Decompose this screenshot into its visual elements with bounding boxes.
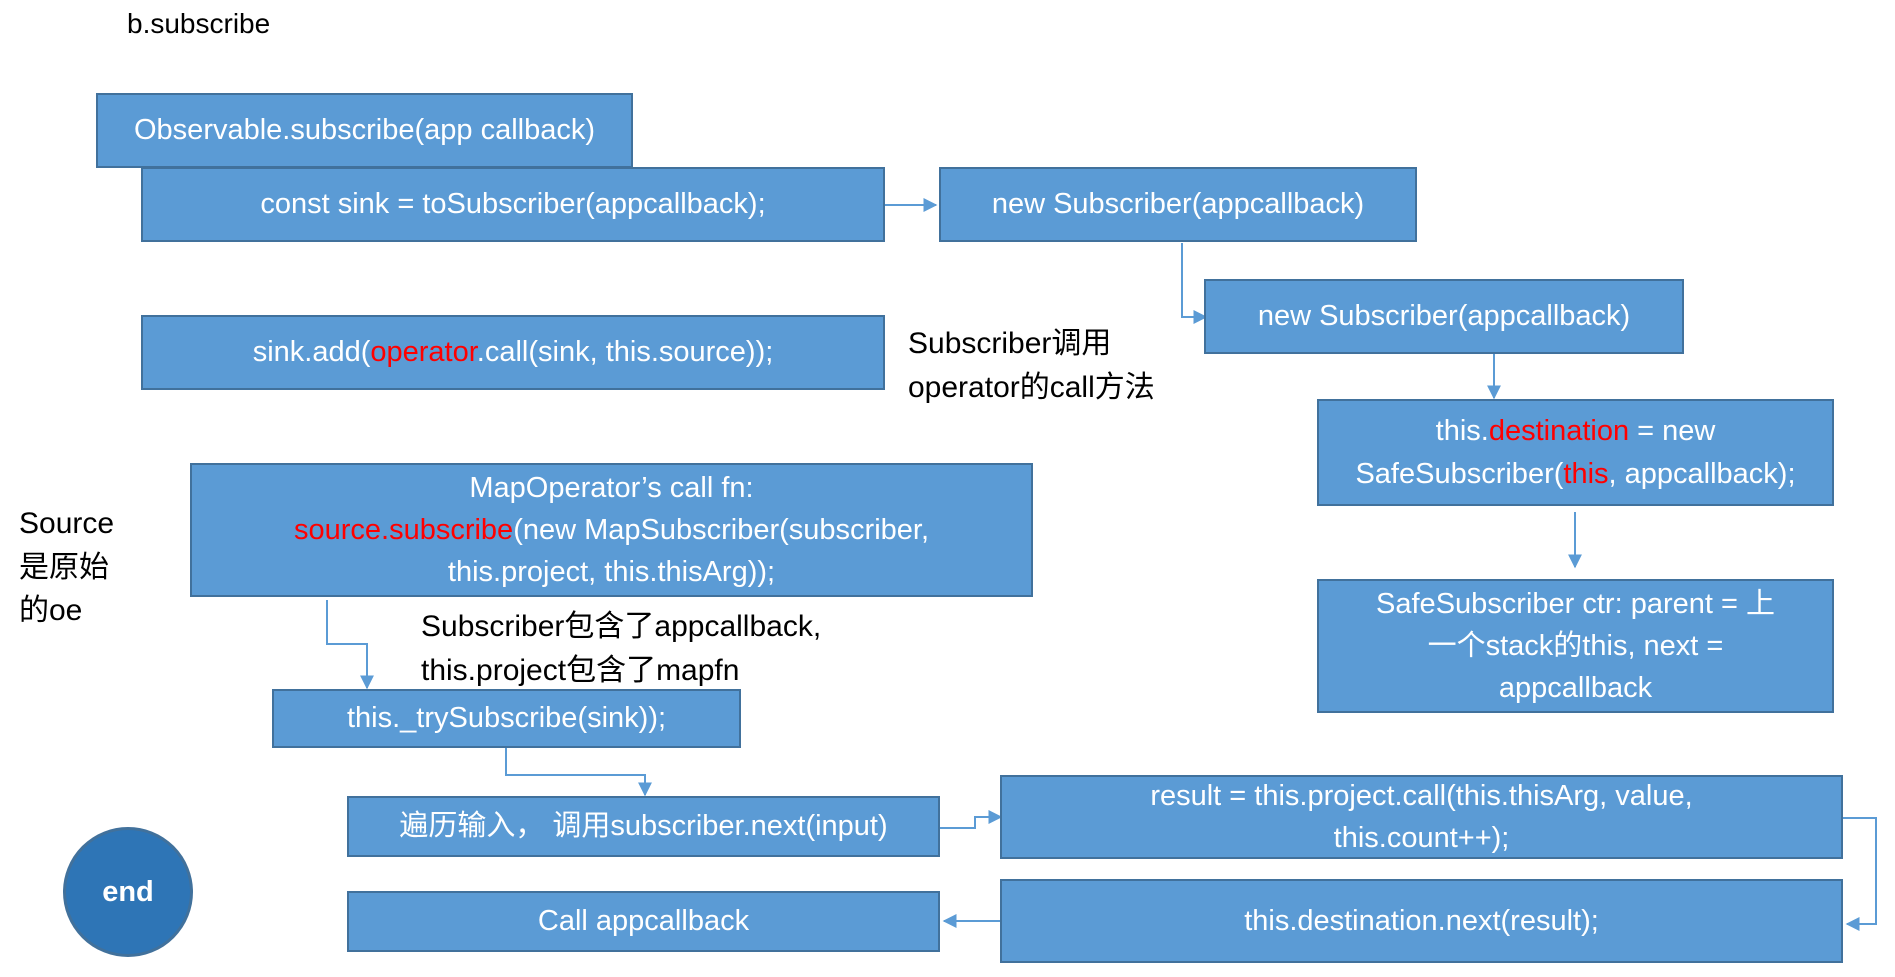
note-subscriber-calls-line2: operator的call方法	[908, 370, 1155, 404]
result-box: result = this.project.call(this.thisArg,…	[1000, 775, 1843, 859]
new-subscriber-text-1: new Subscriber(appcallback)	[991, 188, 1365, 221]
new-subscriber-box-2: new Subscriber(appcallback)	[1204, 279, 1684, 354]
connector-result-to-destination-next	[1842, 817, 1877, 931]
this-destination-line2: SafeSubscriber(this, appcallback);	[1355, 457, 1796, 490]
new-subscriber-box-1: new Subscriber(appcallback)	[939, 167, 1417, 242]
this-destination-box: this.destination = new SafeSubscriber(th…	[1317, 399, 1834, 506]
result-line2: this.count++);	[1333, 822, 1510, 854]
end-node: end	[63, 827, 193, 957]
note-source-is-line1: Source	[19, 507, 115, 540]
safe-subscriber-line3: appcallback	[1498, 672, 1653, 705]
connector-iterate-to-result	[939, 810, 1003, 829]
note-source-is: Source 是原始 的oe	[19, 502, 114, 633]
note-subscriber-calls: Subscriber调用 operator的call方法	[908, 322, 1155, 409]
connector-subscriber-to-subscriber	[1181, 243, 1208, 324]
note-source-is-line3: 的oe	[19, 594, 83, 627]
sink-add-box: sink.add(operator.call(sink, this.source…	[141, 315, 885, 390]
map-operator-line3: this.project, this.thisArg));	[447, 556, 776, 589]
const-sink-box: const sink = toSubscriber(appcallback);	[141, 167, 885, 242]
observable-subscribe-box: Observable.subscribe(app callback)	[96, 93, 633, 168]
result-line1: result = this.project.call(this.thisArg,…	[1150, 779, 1693, 812]
note-subscriber-contains: Subscriber包含了appcallback, this.project包含…	[421, 605, 821, 692]
const-sink-text: const sink = toSubscriber(appcallback);	[260, 188, 766, 221]
note-subscriber-calls-line1: Subscriber调用	[908, 327, 1112, 360]
note-subscriber-contains-line1: Subscriber包含了appcallback,	[421, 610, 822, 643]
note-subscriber-contains-line2: this.project包含了mapfn	[421, 653, 740, 687]
map-operator-box: MapOperator’s call fn: source.subscribe(…	[190, 463, 1033, 597]
iterate-input-box: 遍历输入， 调用subscriber.next(input)	[347, 796, 940, 857]
this-destination-line1: this.destination = new	[1435, 415, 1716, 448]
end-text: end	[102, 875, 154, 908]
note-source-is-line2: 是原始	[19, 550, 109, 584]
try-subscribe-box: this._trySubscribe(sink));	[272, 689, 741, 748]
call-appcallback-text: Call appcallback	[537, 905, 750, 938]
map-operator-line1: MapOperator’s call fn:	[469, 471, 754, 504]
map-operator-line2: source.subscribe(new MapSubscriber(subsc…	[293, 513, 930, 546]
safe-subscriber-line1: SafeSubscriber ctr: parent = 上	[1376, 587, 1775, 620]
observable-subscribe-text: Observable.subscribe(app callback)	[134, 114, 595, 147]
safe-subscriber-box: SafeSubscriber ctr: parent = 上 一个stack的t…	[1317, 579, 1834, 713]
safe-subscriber-line2: 一个stack的this, next =	[1427, 629, 1724, 662]
connector-mapop-to-trysubscribe	[326, 600, 374, 690]
iterate-input-text: 遍历输入， 调用subscriber.next(input)	[399, 810, 888, 843]
diagram-title: b.subscribe	[127, 8, 271, 39]
try-subscribe-text: this._trySubscribe(sink));	[346, 702, 667, 735]
destination-next-text: this.destination.next(result);	[1244, 904, 1599, 937]
connector-trysubscribe-to-iterate	[505, 748, 652, 797]
destination-next-box: this.destination.next(result);	[1000, 879, 1843, 963]
call-appcallback-box: Call appcallback	[347, 891, 940, 952]
new-subscriber-text-2: new Subscriber(appcallback)	[1257, 300, 1631, 333]
sink-add-text: sink.add(operator.call(sink, this.source…	[252, 336, 774, 369]
